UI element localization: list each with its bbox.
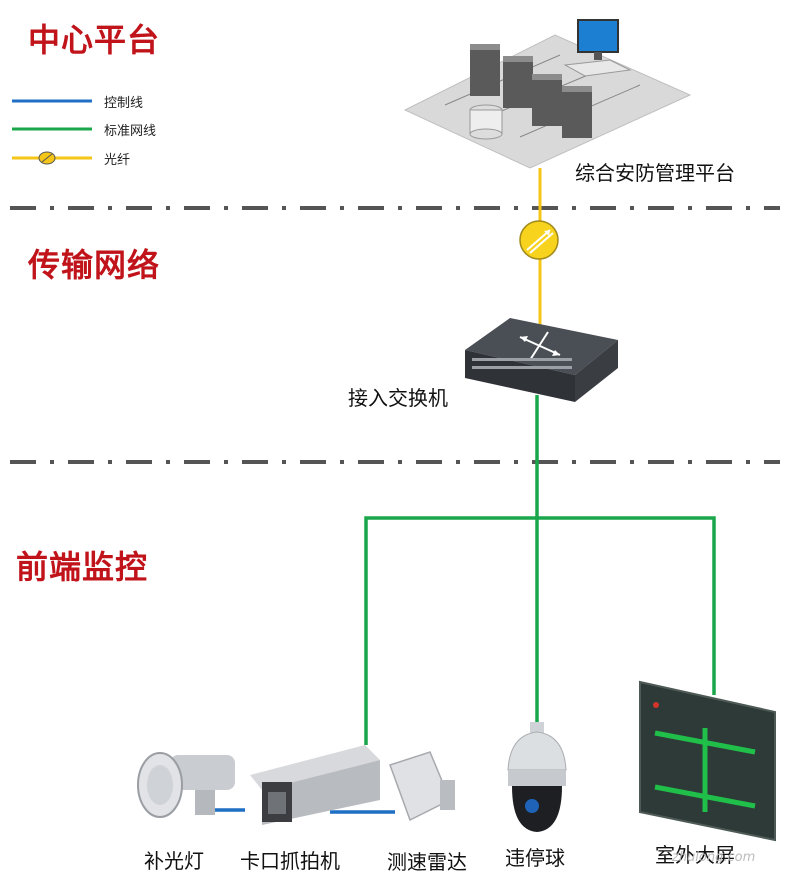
watermark: zhulong.com (672, 850, 756, 865)
speed-radar-label: 测速雷达 (387, 850, 467, 874)
outdoor-screen-icon (639, 680, 776, 842)
legend-fiber-symbol (12, 151, 92, 165)
legend-control-label: 控制线 (104, 96, 144, 111)
section-title-center: 中心平台 (28, 21, 161, 59)
checkpoint-camera-label: 卡口抓拍机 (240, 849, 340, 873)
section-title-transport: 传输网络 (28, 246, 161, 284)
network-lines (364, 395, 716, 745)
switch-icon (465, 318, 618, 402)
fiber-connector-icon (519, 220, 559, 260)
speed-radar-icon (389, 751, 455, 822)
fill-light-label: 补光灯 (144, 849, 204, 873)
legend-network-label: 标准网线 (104, 124, 157, 139)
legend-fiber-label: 光纤 (104, 153, 131, 168)
platform-label: 综合安防管理平台 (575, 161, 735, 185)
checkpoint-camera-icon (250, 745, 380, 825)
dome-camera-icon (507, 722, 567, 832)
violation-dome-label: 违停球 (505, 846, 565, 870)
fill-light-icon (137, 752, 235, 818)
server-platform-icon (403, 19, 692, 169)
switch-label: 接入交换机 (348, 386, 448, 410)
outdoor-screen-label: 室外大屏 (655, 843, 735, 867)
section-title-frontend: 前端监控 (16, 548, 149, 586)
